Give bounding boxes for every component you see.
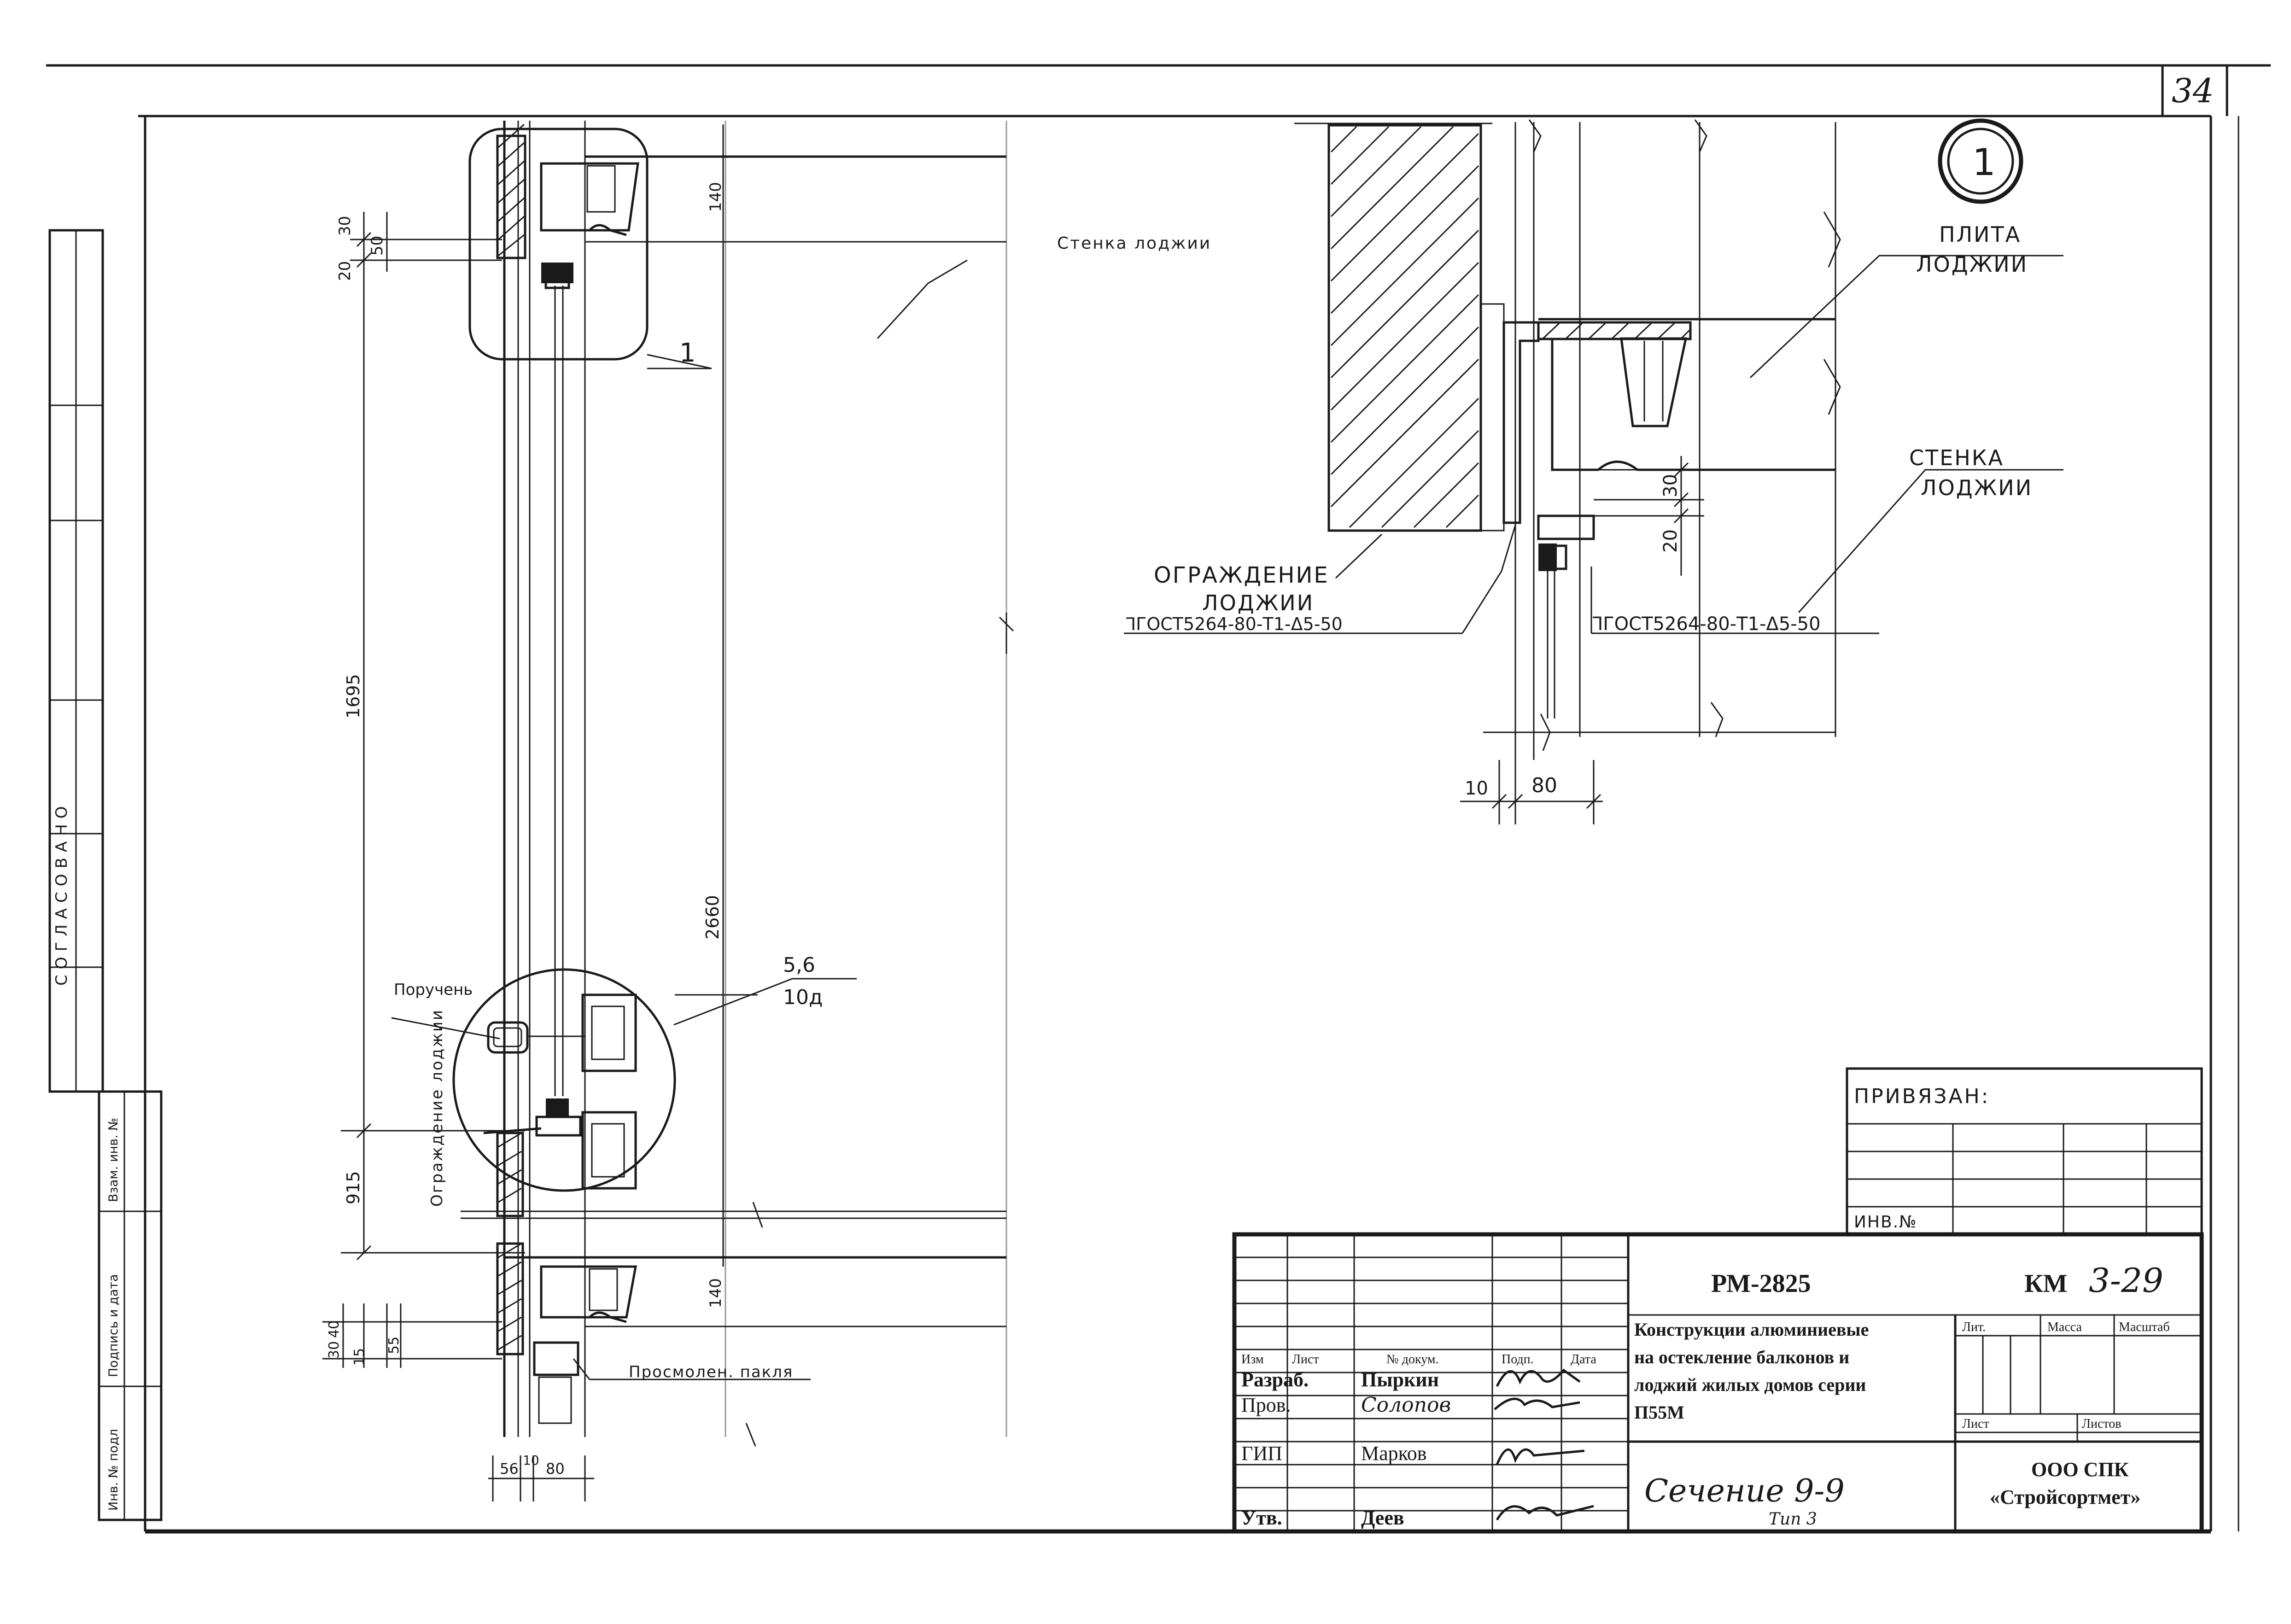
main-section-drawing — [322, 121, 1014, 1501]
role-developer: Разраб. — [1241, 1368, 1309, 1391]
sidebar-agreed-label: СОГЛАСОВАНО — [53, 801, 71, 986]
role-checker: Пров. — [1241, 1394, 1291, 1416]
detail-dim-20: 20 — [1660, 529, 1681, 553]
binding-label: ПРИВЯЗАН: — [1854, 1085, 1990, 1108]
name-developer: Пыркин — [1361, 1368, 1439, 1391]
dim-50: 50 — [368, 236, 386, 256]
title-block — [1232, 1232, 2204, 1534]
title-mark-number: 3-29 — [2089, 1261, 2163, 1300]
title-description-line1: Конструкции алюминиевые — [1634, 1319, 1869, 1340]
dim-40: 40 — [326, 1320, 342, 1338]
detail-1-marker: 1 — [1972, 141, 1996, 184]
detail-slab-label-line2: ЛОДЖИИ — [1916, 252, 2028, 277]
dim-56: 56 — [500, 1460, 519, 1478]
title-description-line3: лоджий жилых домов серии — [1634, 1374, 1866, 1395]
detail-fence-label-line2: ЛОДЖИИ — [1202, 590, 1314, 615]
header-lit: Лит. — [1962, 1320, 1986, 1334]
binding-inv-label: ИНВ.№ — [1854, 1213, 1917, 1232]
sidebar-inv-podl-label: Инв. № подл — [106, 1429, 121, 1511]
dim-1695: 1695 — [343, 674, 363, 719]
sidebar-sign-date-label: Подпись и дата — [106, 1274, 121, 1377]
dim-30: 30 — [336, 216, 354, 236]
header-mass: Масса — [2047, 1320, 2082, 1334]
signatures — [1494, 1368, 1594, 1521]
dim-2660: 2660 — [702, 895, 723, 940]
main-wall-label: Стенка лоджии — [1057, 234, 1211, 253]
sidebar-vzam-inv-label: Взам. инв. № — [106, 1118, 121, 1202]
title-organization-line2: «Стройсортмет» — [1990, 1486, 2140, 1508]
dim-140-bottom: 140 — [707, 1278, 725, 1308]
name-chief-engineer: Марков — [1361, 1442, 1427, 1465]
dim-55: 55 — [386, 1337, 402, 1354]
detail-slab-label-line1: ПЛИТА — [1939, 222, 2021, 247]
detail-fence-label-line1: ОГРАЖДЕНИЕ — [1154, 562, 1329, 588]
dim-80: 80 — [546, 1460, 565, 1478]
header-scale: Масштаб — [2119, 1320, 2170, 1334]
detail-dim-80: 80 — [1531, 774, 1557, 797]
name-approver: Деев — [1361, 1507, 1404, 1529]
title-code: РМ-2825 — [1711, 1269, 1811, 1298]
detail-wall-label-line1: СТЕНКА — [1909, 445, 2004, 470]
title-sheet-subtitle: Тип 3 — [1769, 1510, 1817, 1529]
detail-gost-right: ⅂ГОСТ5264-80-Т1-Δ5-50 — [1592, 613, 1821, 635]
main-tow-label: Просмолен. пакля — [629, 1363, 793, 1381]
main-callout-bottom: 10д — [783, 986, 823, 1009]
approval-sidebar — [48, 229, 163, 1521]
title-sheet-title: Сечение 9-9 — [1644, 1473, 1845, 1509]
dim-915: 915 — [343, 1171, 363, 1204]
detail-wall-label-line2: ЛОДЖИИ — [1921, 475, 2033, 500]
dim-10: 10 — [523, 1453, 539, 1468]
sheet-number: 34 — [2172, 71, 2214, 110]
header-sheets: Листов — [2082, 1417, 2122, 1431]
main-callout-1: 1 — [679, 338, 696, 368]
dim-20: 20 — [336, 261, 354, 281]
title-organization-line1: ООО СПК — [2031, 1458, 2129, 1481]
detail-1-drawing — [1124, 118, 2063, 824]
name-checker: Солопов — [1361, 1393, 1451, 1417]
header-date: Дата — [1571, 1352, 1596, 1367]
header-ndoc: № докум. — [1386, 1352, 1439, 1367]
title-description-line2: на остекление балконов и — [1634, 1347, 1849, 1367]
header-izm: Изм — [1241, 1352, 1264, 1367]
dim-15: 15 — [351, 1348, 368, 1366]
role-chief-engineer: ГИП — [1241, 1442, 1282, 1465]
title-mark: КМ — [2024, 1269, 2067, 1298]
header-list: Лист — [1292, 1352, 1319, 1367]
role-approver: Утв. — [1241, 1507, 1282, 1529]
dim-30-bottom: 30 — [326, 1341, 342, 1359]
header-sheet: Лист — [1962, 1417, 1989, 1431]
sheet-frame — [46, 64, 2271, 1534]
dim-140-top: 140 — [707, 182, 725, 212]
main-handrail-label: Поручень — [394, 981, 473, 999]
detail-dim-10: 10 — [1465, 778, 1488, 799]
header-podp: Подп. — [1502, 1352, 1534, 1367]
main-fence-label: Ограждение лоджии — [428, 1009, 446, 1207]
main-callout-top: 5,6 — [783, 953, 815, 977]
detail-gost-left: ⅂ГОСТ5264-80-Т1-Δ5-50 — [1126, 614, 1343, 634]
detail-dim-30: 30 — [1660, 474, 1681, 497]
title-description-line4: П55М — [1634, 1402, 1684, 1423]
